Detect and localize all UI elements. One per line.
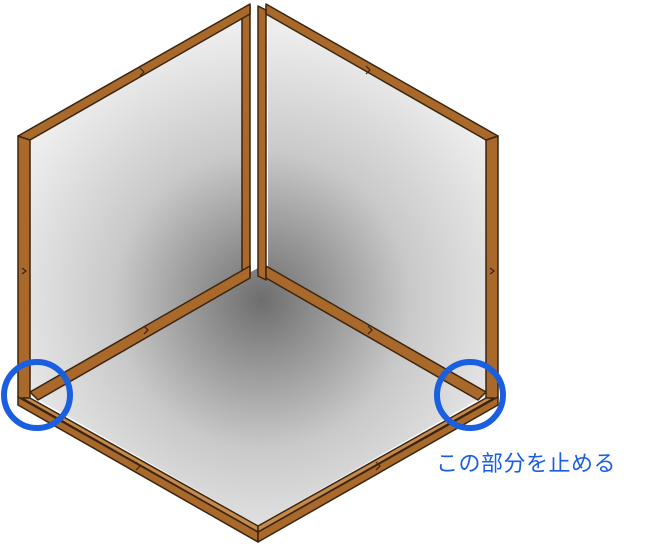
joint-mark: [365, 65, 371, 75]
left-corner-marker-circle: [1, 359, 73, 431]
joint-mark: [367, 325, 373, 335]
back-right-floor-rail: [265, 265, 487, 401]
front-right-floor-rail-top: [257, 397, 495, 533]
top-left-rail: [17, 3, 251, 141]
joint-mark: [21, 267, 27, 275]
joint-mark: [135, 461, 141, 471]
top-right-rail: [265, 3, 499, 141]
joint-mark: [139, 67, 145, 77]
joint-mark: [375, 461, 381, 471]
back-vertical-post-left: [241, 5, 251, 281]
back-left-floor-rail: [29, 265, 251, 401]
joint-marks: [21, 65, 495, 471]
annotation-label: この部分を止める: [436, 452, 617, 477]
back-vertical-post-right: [257, 5, 267, 281]
joint-mark: [489, 267, 495, 275]
joint-mark: [143, 325, 149, 335]
right-corner-marker-circle: [434, 359, 506, 431]
